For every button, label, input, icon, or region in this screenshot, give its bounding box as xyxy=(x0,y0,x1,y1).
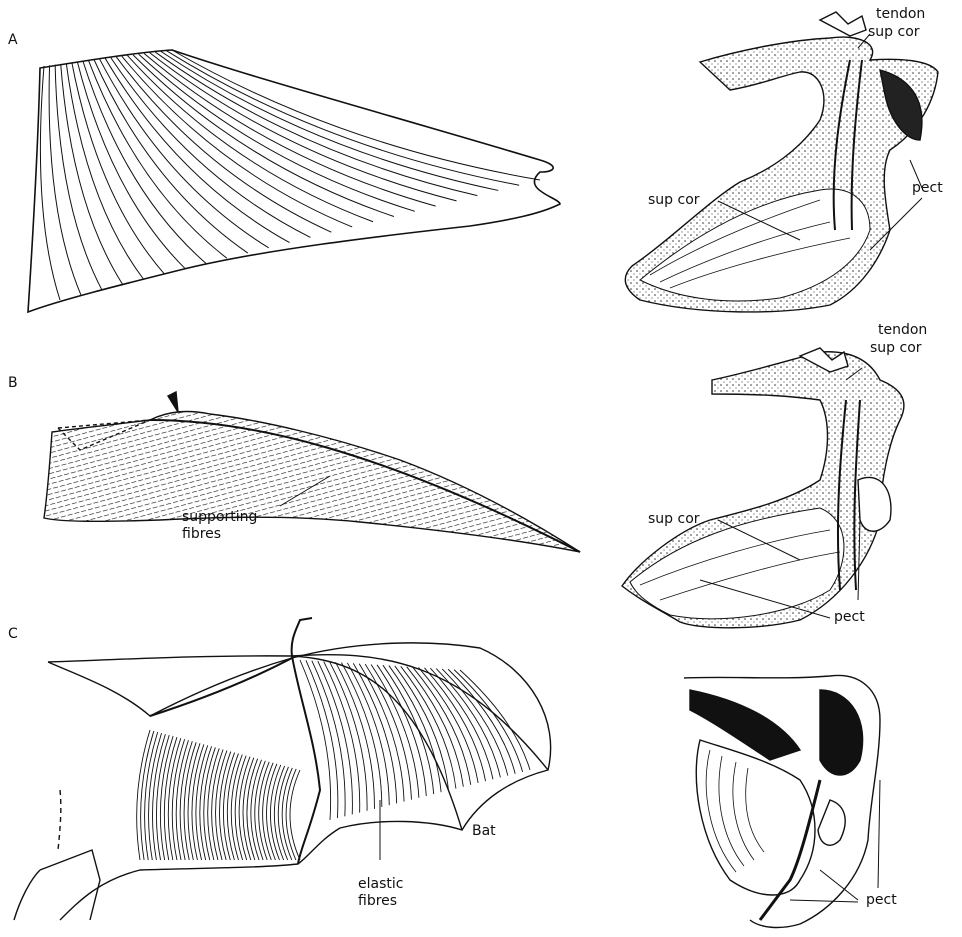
elastic-fibre-line xyxy=(149,733,162,860)
elastic-fibre-line xyxy=(365,664,411,800)
elastic-fibre-line xyxy=(413,667,471,785)
feather-line xyxy=(94,60,248,253)
feather-line xyxy=(72,63,165,274)
label-tendon-a: tendon xyxy=(876,6,925,23)
bat-sternum-drawing xyxy=(684,675,880,927)
pterosaur-wing-drawing xyxy=(44,392,580,552)
elastic-fibre-line xyxy=(448,669,515,773)
feather-line xyxy=(139,54,415,211)
elastic-fibre-line xyxy=(460,670,530,770)
label-sup-cor-a: sup cor xyxy=(648,192,700,209)
elastic-fibre-line xyxy=(137,730,150,860)
label-elastic: elastic xyxy=(358,876,403,893)
elastic-fibre-line xyxy=(424,668,485,781)
label-supporting-fibres: fibres xyxy=(182,526,221,543)
bat-wing-elastic-fibres xyxy=(137,660,530,860)
bat-wing-drawing xyxy=(14,618,551,920)
elastic-fibre-line xyxy=(156,735,169,860)
label-tendon-sup-cor-b: sup cor xyxy=(870,340,922,357)
label-tendon-b: tendon xyxy=(878,322,927,339)
elastic-fibre-line xyxy=(389,666,441,793)
elastic-fibre-line xyxy=(208,748,220,860)
elastic-fibre-line xyxy=(164,737,177,860)
elastic-fibre-line xyxy=(330,662,367,811)
elastic-fibre-line xyxy=(336,662,375,809)
feather-line xyxy=(105,58,289,242)
elastic-fibre-line xyxy=(290,770,300,860)
label-pect-a: pect xyxy=(912,180,943,197)
elastic-fibre-line xyxy=(160,736,173,860)
label-supporting: supporting xyxy=(182,509,257,526)
label-sup-cor-b: sup cor xyxy=(648,511,700,528)
elastic-fibre-line xyxy=(401,666,456,788)
elastic-fibre-line xyxy=(353,663,396,803)
panel-letter-c: C xyxy=(8,626,18,643)
feather-line xyxy=(122,56,352,227)
feather-line xyxy=(49,65,81,294)
elastic-fibre-line xyxy=(152,734,165,860)
panel-letter-b: B xyxy=(8,375,18,392)
elastic-fibre-line xyxy=(430,668,493,779)
label-pect-b: pect xyxy=(834,609,865,626)
label-pect-c: pect xyxy=(866,892,897,909)
feather-line xyxy=(155,52,477,196)
elastic-fibre-line xyxy=(141,731,154,860)
elastic-fibre-line xyxy=(204,747,216,860)
feather-line xyxy=(172,50,540,180)
bird-sternum-b-drawing xyxy=(622,348,904,628)
elastic-fibre-line xyxy=(436,669,500,778)
elastic-fibre-line xyxy=(324,661,360,812)
elastic-fibre-line xyxy=(341,663,381,807)
panel-letter-a: A xyxy=(8,32,18,49)
label-tendon-sup-cor-a: sup cor xyxy=(868,24,920,41)
feather-line xyxy=(66,63,143,279)
bird-sternum-a-drawing xyxy=(625,12,938,312)
elastic-fibre-line xyxy=(172,739,184,860)
elastic-fibre-line xyxy=(145,732,158,860)
elastic-fibre-line xyxy=(168,738,180,860)
label-elastic-fibres: fibres xyxy=(358,893,397,910)
feather-line xyxy=(61,64,123,284)
label-bat: Bat xyxy=(472,823,496,840)
elastic-fibre-line xyxy=(318,661,353,814)
